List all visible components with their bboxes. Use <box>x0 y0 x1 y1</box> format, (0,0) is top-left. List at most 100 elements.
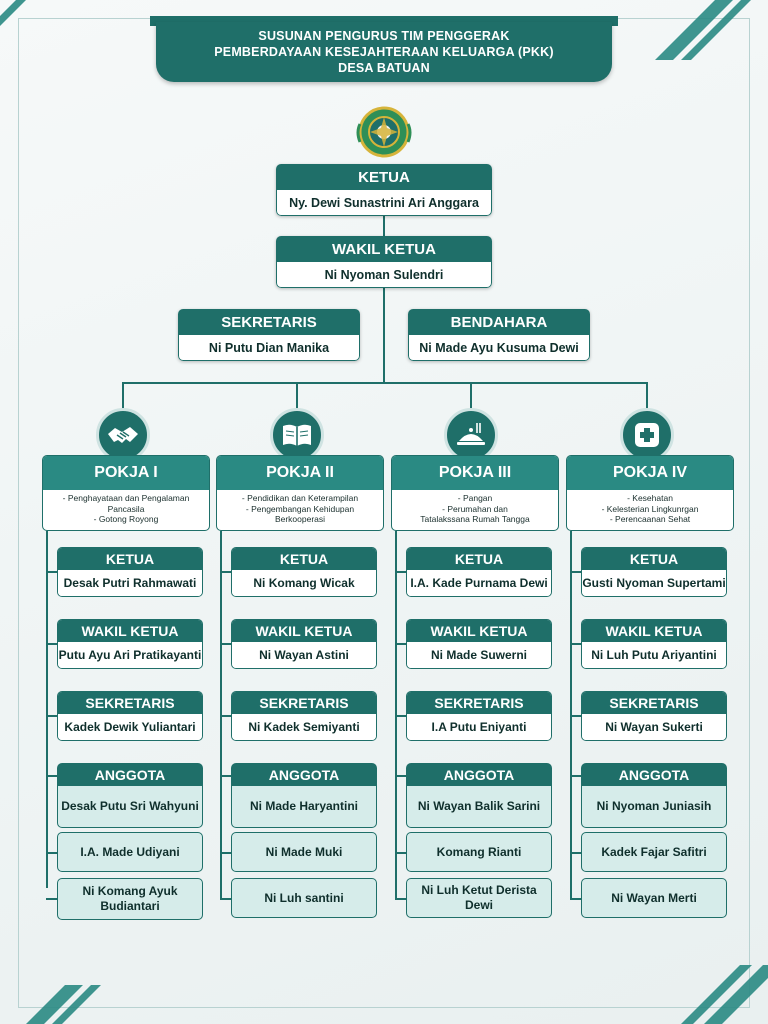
connector-line <box>296 382 298 412</box>
connector-line <box>395 775 407 777</box>
pokja-description-line: - Perumahan dan <box>442 503 508 514</box>
connector-line <box>122 382 124 412</box>
pokja-icon-circle <box>620 408 674 462</box>
title-line-1: SUSUNAN PENGURUS TIM PENGGERAK <box>258 29 510 43</box>
anggota-member: Ni Wayan Merti <box>581 878 727 918</box>
connector-line <box>46 852 58 854</box>
sekretaris-title: SEKRETARIS <box>407 692 551 714</box>
wakil-title: WAKIL KETUA <box>232 620 376 642</box>
pokja-description-line: - Pendidikan dan Keterampilan <box>241 493 359 503</box>
ketua-title: KETUA <box>407 548 551 570</box>
connector-line <box>395 531 397 898</box>
connector-line <box>570 898 582 900</box>
anggota-title: ANGGOTA <box>231 763 377 787</box>
anggota-title: ANGGOTA <box>406 763 552 787</box>
sekretaris-title: SEKRETARIS <box>582 692 726 714</box>
pokja-title: POKJA III <box>392 456 558 490</box>
pokja-title: POKJA II <box>217 456 383 490</box>
pokja-description: - Pendidikan dan Keterampilan- Pengemban… <box>217 490 383 525</box>
anggota-member: Ni Komang Ayuk Budiantari <box>57 878 203 920</box>
pokja-description-line: - Penghayataan dan Pengalaman <box>62 493 190 503</box>
pokja-description-line: - Perencaanan Sehat <box>609 514 691 524</box>
connector-line <box>570 852 582 854</box>
pokja-title: POKJA I <box>43 456 209 490</box>
wakil-name: Putu Ayu Ari Pratikayanti <box>58 642 202 668</box>
wakil-ketua-box: WAKIL KETUA Ni Nyoman Sulendri <box>276 236 492 288</box>
pokja-header-box: POKJA II- Pendidikan dan Keterampilan- P… <box>216 455 384 531</box>
connector-line <box>395 571 407 573</box>
anggota-member: Ni Luh Ketut Derista Dewi <box>406 878 552 918</box>
connector-line <box>46 531 48 888</box>
pokja-icon-circle <box>270 408 324 462</box>
ketua-title: KETUA <box>582 548 726 570</box>
ketua-title: KETUA <box>58 548 202 570</box>
ketua-name: Ni Komang Wicak <box>232 570 376 596</box>
sekretaris-name: Ni Putu Dian Manika <box>178 335 360 361</box>
wakil-name: Ni Made Suwerni <box>407 642 551 668</box>
anggota-member: I.A. Made Udiyani <box>57 832 203 872</box>
connector-line <box>395 852 407 854</box>
connector-line <box>220 775 232 777</box>
wakil-name: Ni Luh Putu Ariyantini <box>582 642 726 668</box>
food-home-icon <box>455 421 487 449</box>
anggota-member: Ni Made Muki <box>231 832 377 872</box>
title-line-3: DESA BATUAN <box>338 61 430 75</box>
bendahara-name: Ni Made Ayu Kusuma Dewi <box>408 335 590 361</box>
wakil-title: WAKIL KETUA <box>582 620 726 642</box>
connector-line <box>570 775 582 777</box>
wakil-ketua-name: Ni Nyoman Sulendri <box>276 262 492 288</box>
pokja-icon-circle <box>444 408 498 462</box>
header-tab <box>150 16 618 26</box>
pkk-logo-icon <box>356 106 412 158</box>
wakil-title: WAKIL KETUA <box>407 620 551 642</box>
bendahara-title: BENDAHARA <box>408 309 590 335</box>
connector-line <box>570 715 582 717</box>
connector-line <box>570 571 582 573</box>
ketua-title: KETUA <box>232 548 376 570</box>
connector-line <box>46 898 58 900</box>
connector-line <box>46 775 58 777</box>
wakil-name: Ni Wayan Astini <box>232 642 376 668</box>
ketua-name: Gusti Nyoman Supertami <box>582 570 726 596</box>
connector-line <box>570 531 572 898</box>
anggota-member: Kadek Fajar Safitri <box>581 832 727 872</box>
anggota-member: Ni Nyoman Juniasih <box>581 786 727 828</box>
page-title: SUSUNAN PENGURUS TIM PENGGERAK PEMBERDAY… <box>156 22 612 82</box>
title-line-2: PEMBERDAYAAN KESEJAHTERAAN KELUARGA (PKK… <box>214 45 554 59</box>
connector-line <box>220 852 232 854</box>
anggota-title: ANGGOTA <box>57 763 203 787</box>
bendahara-box: BENDAHARA Ni Made Ayu Kusuma Dewi <box>408 309 590 361</box>
connector-line <box>395 898 407 900</box>
connector-line <box>220 715 232 717</box>
sekretaris-box: SEKRETARIS Ni Putu Dian Manika <box>178 309 360 361</box>
connector-line <box>570 643 582 645</box>
health-cross-icon <box>632 420 662 450</box>
pokja-header-box: POKJA IV- Kesehatan- Kelesterian Lingkun… <box>566 455 734 531</box>
sekretaris-name: Ni Kadek Semiyanti <box>232 714 376 740</box>
pokja-description-line: - Pangan <box>457 493 493 503</box>
sekretaris-name: Ni Wayan Sukerti <box>582 714 726 740</box>
wakil-ketua-title: WAKIL KETUA <box>276 236 492 262</box>
pokja-description-line: - Kesehatan <box>627 493 673 503</box>
sekretaris-title: SEKRETARIS <box>232 692 376 714</box>
handshake-icon <box>106 422 140 448</box>
pokja-icon-circle <box>96 408 150 462</box>
pokja-title: POKJA IV <box>567 456 733 490</box>
wakil-title: WAKIL KETUA <box>58 620 202 642</box>
pokja-description: - Kesehatan- Kelesterian Lingkunrgan- Pe… <box>567 490 733 525</box>
anggota-title: ANGGOTA <box>581 763 727 787</box>
connector-line <box>220 898 232 900</box>
sekretaris-name: I.A Putu Eniyanti <box>407 714 551 740</box>
connector-line <box>220 531 222 898</box>
